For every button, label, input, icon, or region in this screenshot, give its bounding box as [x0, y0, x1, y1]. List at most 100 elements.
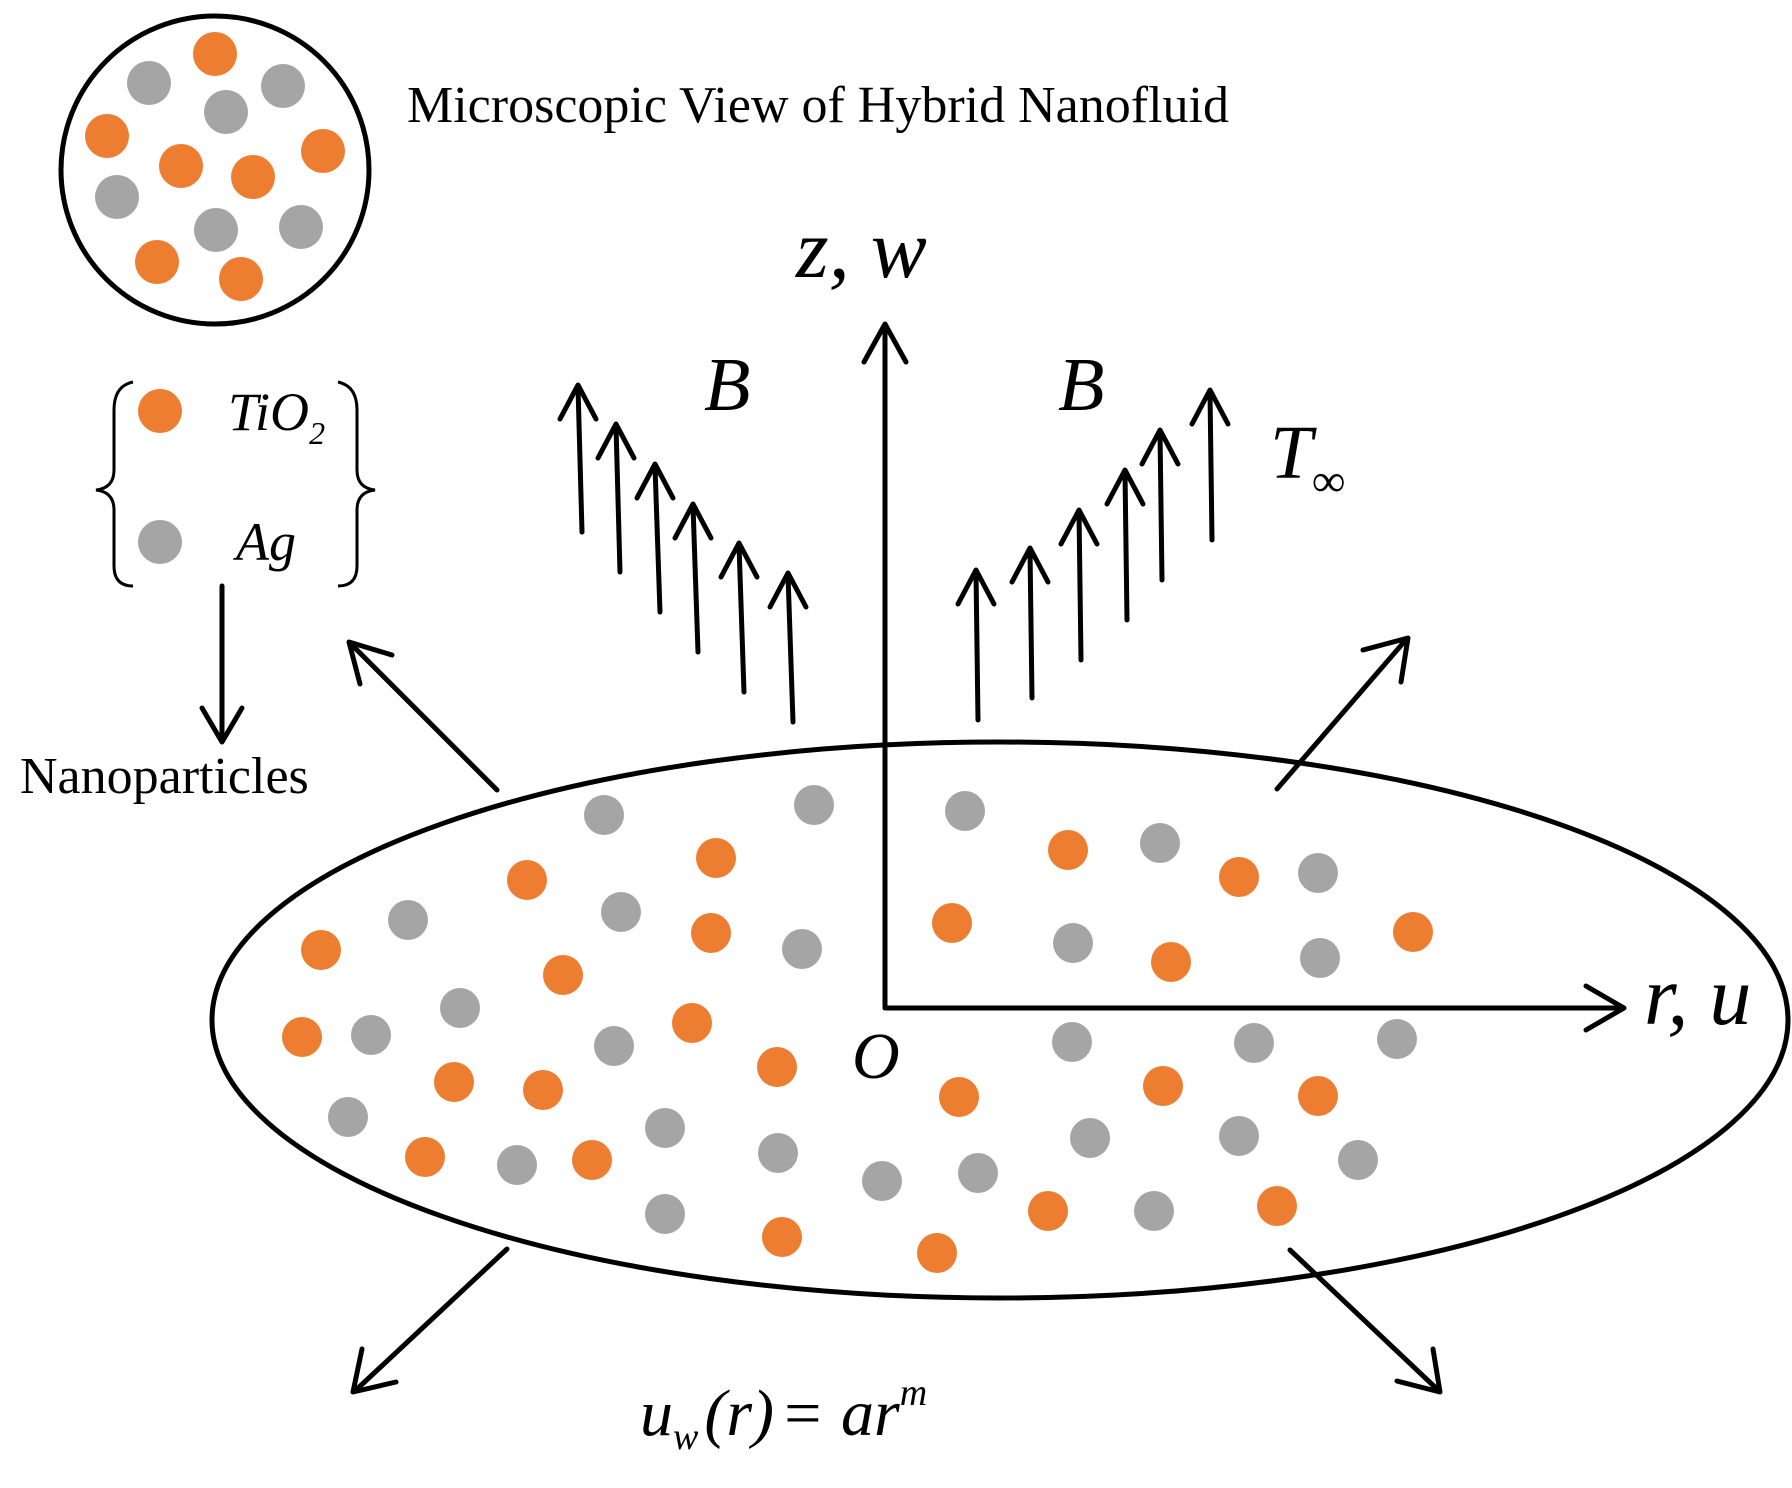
diagram-title: Microscopic View of Hybrid Nanofluid — [407, 77, 1229, 134]
sheet-particle-ag-39 — [1338, 1140, 1378, 1180]
legend-left-bracket — [95, 380, 134, 588]
z-axis — [861, 321, 909, 1011]
sheet-particle-tio2-29 — [434, 1062, 474, 1102]
sheet-particle-ag-46 — [1134, 1191, 1174, 1231]
micro-particle-tio2-5 — [159, 144, 203, 188]
z-axis-label: z, w — [795, 203, 927, 296]
ambient-temperature-symbol: T — [1270, 411, 1317, 495]
r-axis-label: r, u — [1644, 950, 1751, 1043]
equation-argument: (r) — [704, 1377, 774, 1450]
sheet-particle-ag-5 — [1140, 823, 1180, 863]
sheet-particle-ag-0 — [584, 795, 624, 835]
field-arrow-left-3 — [672, 501, 714, 655]
stretch-arrow-bottom-left — [350, 1246, 510, 1395]
magnetic-field-arrows-left — [557, 382, 809, 725]
sheet-particle-tio2-4 — [1048, 830, 1088, 870]
sheet-particle-tio2-50 — [917, 1233, 957, 1273]
sheet-particle-tio2-11 — [691, 913, 731, 953]
sheet-particle-ag-34 — [645, 1108, 685, 1148]
field-arrow-left-1 — [595, 421, 637, 575]
sheet-particles — [282, 785, 1433, 1273]
sheet-particle-ag-10 — [601, 892, 641, 932]
r-axis — [882, 983, 1627, 1033]
sheet-particle-ag-3 — [945, 791, 985, 831]
sheet-particle-ag-9 — [388, 900, 428, 940]
micro-particle-ag-9 — [194, 208, 238, 252]
legend-tio2-label: TiO2 — [228, 382, 325, 451]
sheet-particle-ag-16 — [1300, 938, 1340, 978]
stretch-arrow-top-left — [346, 639, 500, 793]
field-arrow-right-0 — [955, 567, 997, 723]
field-arrow-right-5 — [1189, 387, 1231, 543]
sheet-particle-tio2-40 — [405, 1137, 445, 1177]
sheet-particle-ag-48 — [645, 1194, 685, 1234]
sheet-particle-ag-14 — [1053, 923, 1093, 963]
legend: TiO2 Ag — [95, 380, 376, 588]
micro-particle-tio2-6 — [231, 155, 275, 199]
origin-label: O — [852, 1020, 900, 1093]
legend-tio2-swatch — [138, 389, 182, 433]
equation-lhs-subscript: w — [673, 1416, 699, 1458]
sheet-particle-tio2-6 — [1219, 857, 1259, 897]
sheet-particle-tio2-19 — [543, 955, 583, 995]
sheet-particle-tio2-30 — [523, 1070, 563, 1110]
sheet-particle-ag-28 — [1377, 1019, 1417, 1059]
field-arrow-left-4 — [718, 540, 760, 695]
nanoparticles-arrow — [199, 583, 245, 745]
sheet-particle-tio2-24 — [672, 1003, 712, 1043]
stretching-velocity-equation: uw(r)= arm — [640, 1372, 927, 1458]
sheet-particle-tio2-47 — [1257, 1186, 1297, 1226]
sheet-particle-tio2-25 — [757, 1047, 797, 1087]
micro-particle-ag-2 — [261, 64, 305, 108]
micro-particle-ag-10 — [279, 205, 323, 249]
field-arrow-left-0 — [557, 382, 599, 535]
sheet-particle-ag-23 — [594, 1026, 634, 1066]
stretch-arrow-bottom-right — [1287, 1247, 1443, 1395]
sheet-particle-tio2-17 — [1393, 912, 1433, 952]
micro-particle-ag-3 — [204, 90, 248, 134]
legend-tio2-subscript: 2 — [309, 415, 325, 451]
sheet-particle-ag-44 — [958, 1153, 998, 1193]
sheet-particle-tio2-32 — [1298, 1076, 1338, 1116]
sheet-particle-tio2-21 — [282, 1017, 322, 1057]
field-arrow-left-5 — [767, 570, 809, 725]
equation-rhs: = ar — [780, 1377, 900, 1450]
equation-lhs: u — [640, 1377, 673, 1450]
sheet-particle-tio2-49 — [762, 1217, 802, 1257]
sheet-particle-ag-37 — [1070, 1118, 1110, 1158]
field-arrow-right-1 — [1009, 545, 1051, 701]
micro-particle-ag-1 — [127, 61, 171, 105]
micro-particle-tio2-11 — [135, 240, 179, 284]
sheet-particle-tio2-31 — [1143, 1066, 1183, 1106]
sheet-particle-tio2-36 — [939, 1077, 979, 1117]
field-arrow-right-3 — [1104, 467, 1146, 623]
sheet-particle-tio2-8 — [507, 860, 547, 900]
sheet-particle-ag-41 — [497, 1145, 537, 1185]
sheet-particle-ag-12 — [782, 929, 822, 969]
sheet-particle-tio2-13 — [932, 903, 972, 943]
sheet-particle-ag-26 — [1052, 1022, 1092, 1062]
sheet-particle-tio2-2 — [696, 838, 736, 878]
sheet-particle-ag-7 — [1298, 853, 1338, 893]
ambient-temperature-label: T∞ — [1270, 411, 1345, 506]
ambient-temperature-subscript: ∞ — [1312, 455, 1345, 506]
field-arrow-right-4 — [1139, 427, 1181, 583]
sheet-particle-ag-20 — [440, 988, 480, 1028]
sheet-particle-ag-33 — [328, 1097, 368, 1137]
sheet-particle-ag-1 — [794, 785, 834, 825]
micro-particle-tio2-4 — [85, 114, 129, 158]
sheet-particle-ag-27 — [1234, 1023, 1274, 1063]
nanoparticles-label: Nanoparticles — [20, 748, 309, 805]
sheet-particle-ag-43 — [862, 1161, 902, 1201]
sheet-particle-tio2-18 — [301, 930, 341, 970]
field-arrow-left-2 — [634, 461, 676, 615]
sheet-particle-ag-38 — [1219, 1116, 1259, 1156]
sheet-particle-ag-22 — [351, 1015, 391, 1055]
micro-particle-tio2-7 — [301, 129, 345, 173]
legend-ag-label: Ag — [233, 512, 296, 572]
stretch-arrow-top-right — [1274, 635, 1411, 792]
sheet-particle-tio2-45 — [1028, 1191, 1068, 1231]
stretching-sheet — [209, 739, 1791, 1301]
legend-tio2-name: TiO — [228, 382, 309, 442]
